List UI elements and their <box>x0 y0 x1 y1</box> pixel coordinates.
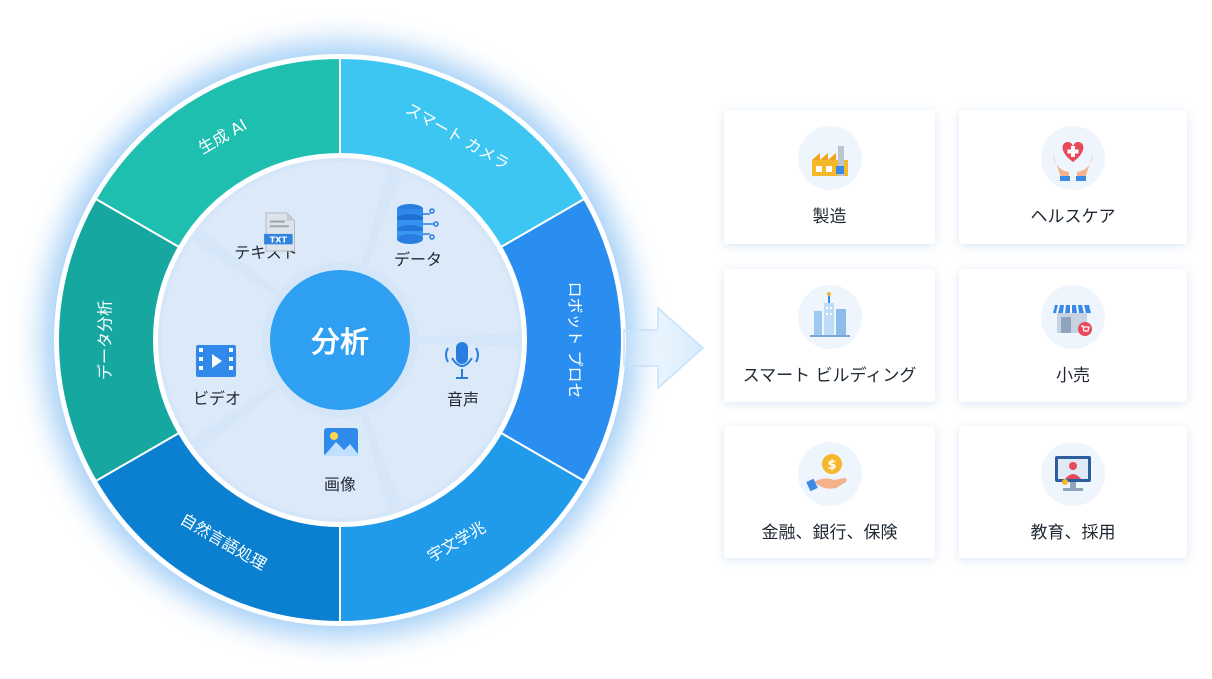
industry-card-manufacturing: 製造 <box>724 110 935 244</box>
monitor-teacher-icon <box>1041 442 1105 506</box>
industry-card-finance: $ 金融、銀行、保険 <box>724 426 935 558</box>
inner-segment-label: データ <box>394 250 442 269</box>
image-icon <box>324 428 358 456</box>
inner-segment-image <box>200 388 389 518</box>
inner-segment-microphone <box>366 342 518 508</box>
buildings-icon <box>797 285 862 349</box>
inner-segment-label: 画像 <box>324 475 356 494</box>
svg-text:TXT: TXT <box>270 235 288 244</box>
industry-card-healthcare: ヘルスケア <box>959 110 1187 244</box>
svg-text:$: $ <box>827 458 836 473</box>
industry-card-smart-building: スマート ビルディング <box>724 269 935 402</box>
industry-card-education: 教育、採用 <box>959 426 1187 558</box>
industry-label: スマート ビルディング <box>742 366 917 386</box>
inner-segment-video <box>162 240 276 440</box>
heart-hands-icon <box>1041 126 1105 190</box>
video-icon <box>196 345 236 377</box>
outer-segment-label: データ分析 <box>96 300 115 380</box>
store-icon <box>1041 285 1105 349</box>
center-label: 分析 <box>311 325 369 359</box>
inner-segment-label: 音声 <box>447 390 479 409</box>
txt-file-icon: TXT <box>264 212 295 252</box>
outer-segment-label: ロボット プロセ <box>566 281 585 398</box>
industry-label: ヘルスケア <box>1030 207 1116 227</box>
coin-hand-icon: $ <box>797 442 862 506</box>
right-arrow <box>623 306 705 390</box>
inner-segment-label: ビデオ <box>193 389 241 408</box>
industry-label: 製造 <box>812 207 847 227</box>
industry-label: 金融、銀行、保険 <box>761 523 898 543</box>
industry-label: 教育、採用 <box>1030 523 1116 543</box>
database-icon <box>397 204 439 244</box>
industry-card-retail: 小売 <box>959 269 1187 402</box>
microphone-icon <box>445 342 479 379</box>
industry-label: 小売 <box>1056 366 1090 386</box>
factory-icon <box>797 126 862 190</box>
center-circle <box>270 270 410 410</box>
